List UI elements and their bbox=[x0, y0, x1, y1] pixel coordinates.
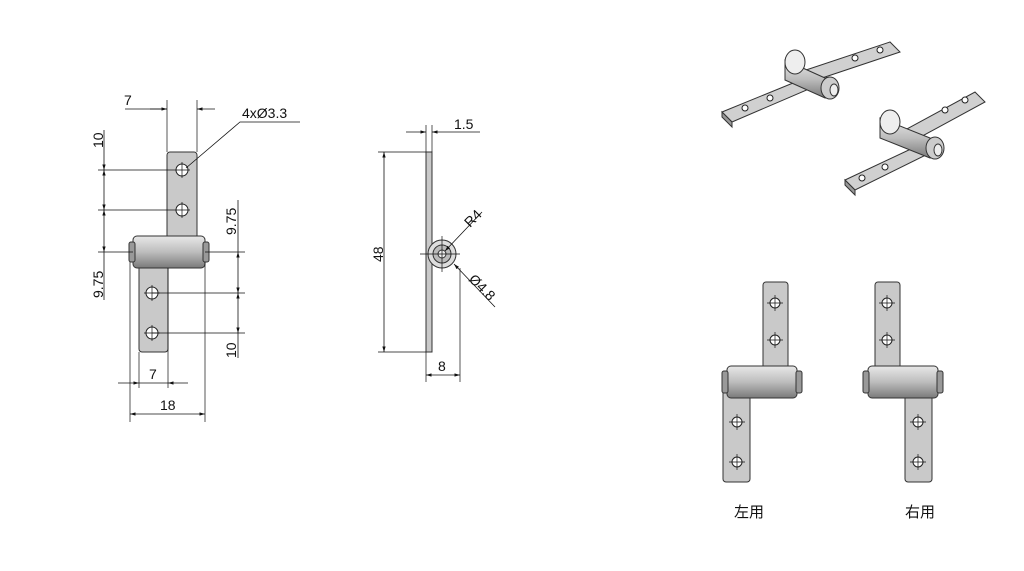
dim-left-lower: 9.75 bbox=[90, 271, 106, 298]
dim-right-upper: 9.75 bbox=[223, 208, 239, 235]
dim-hole-spec: 4xØ3.3 bbox=[242, 105, 287, 121]
left-variant-view: 左用 bbox=[721, 281, 803, 521]
left-variant-label: 左用 bbox=[734, 503, 764, 521]
dim-total-width: 18 bbox=[160, 397, 176, 413]
dim-pin-diameter: Ø4.8 bbox=[466, 271, 499, 304]
dim-right-lower: 10 bbox=[223, 342, 239, 358]
dim-height: 48 bbox=[370, 246, 386, 262]
side-view: 48 1.5 8 R4 Ø4.8 bbox=[370, 116, 499, 382]
dim-bottom-width: 7 bbox=[149, 366, 157, 382]
isometric-right-hinge bbox=[844, 91, 986, 197]
dim-left-upper: 10 bbox=[90, 132, 106, 148]
dim-top-width: 7 bbox=[124, 92, 132, 108]
isometric-left-hinge bbox=[721, 41, 901, 129]
dim-depth: 8 bbox=[438, 358, 446, 374]
dim-radius: R4 bbox=[461, 206, 485, 230]
dim-thickness: 1.5 bbox=[454, 116, 474, 132]
right-variant-view: 右用 bbox=[862, 281, 944, 521]
right-variant-label: 右用 bbox=[905, 503, 935, 521]
front-view: 7 4xØ3.3 10 9.75 9.75 10 7 18 bbox=[90, 92, 300, 422]
barrel bbox=[132, 235, 206, 269]
